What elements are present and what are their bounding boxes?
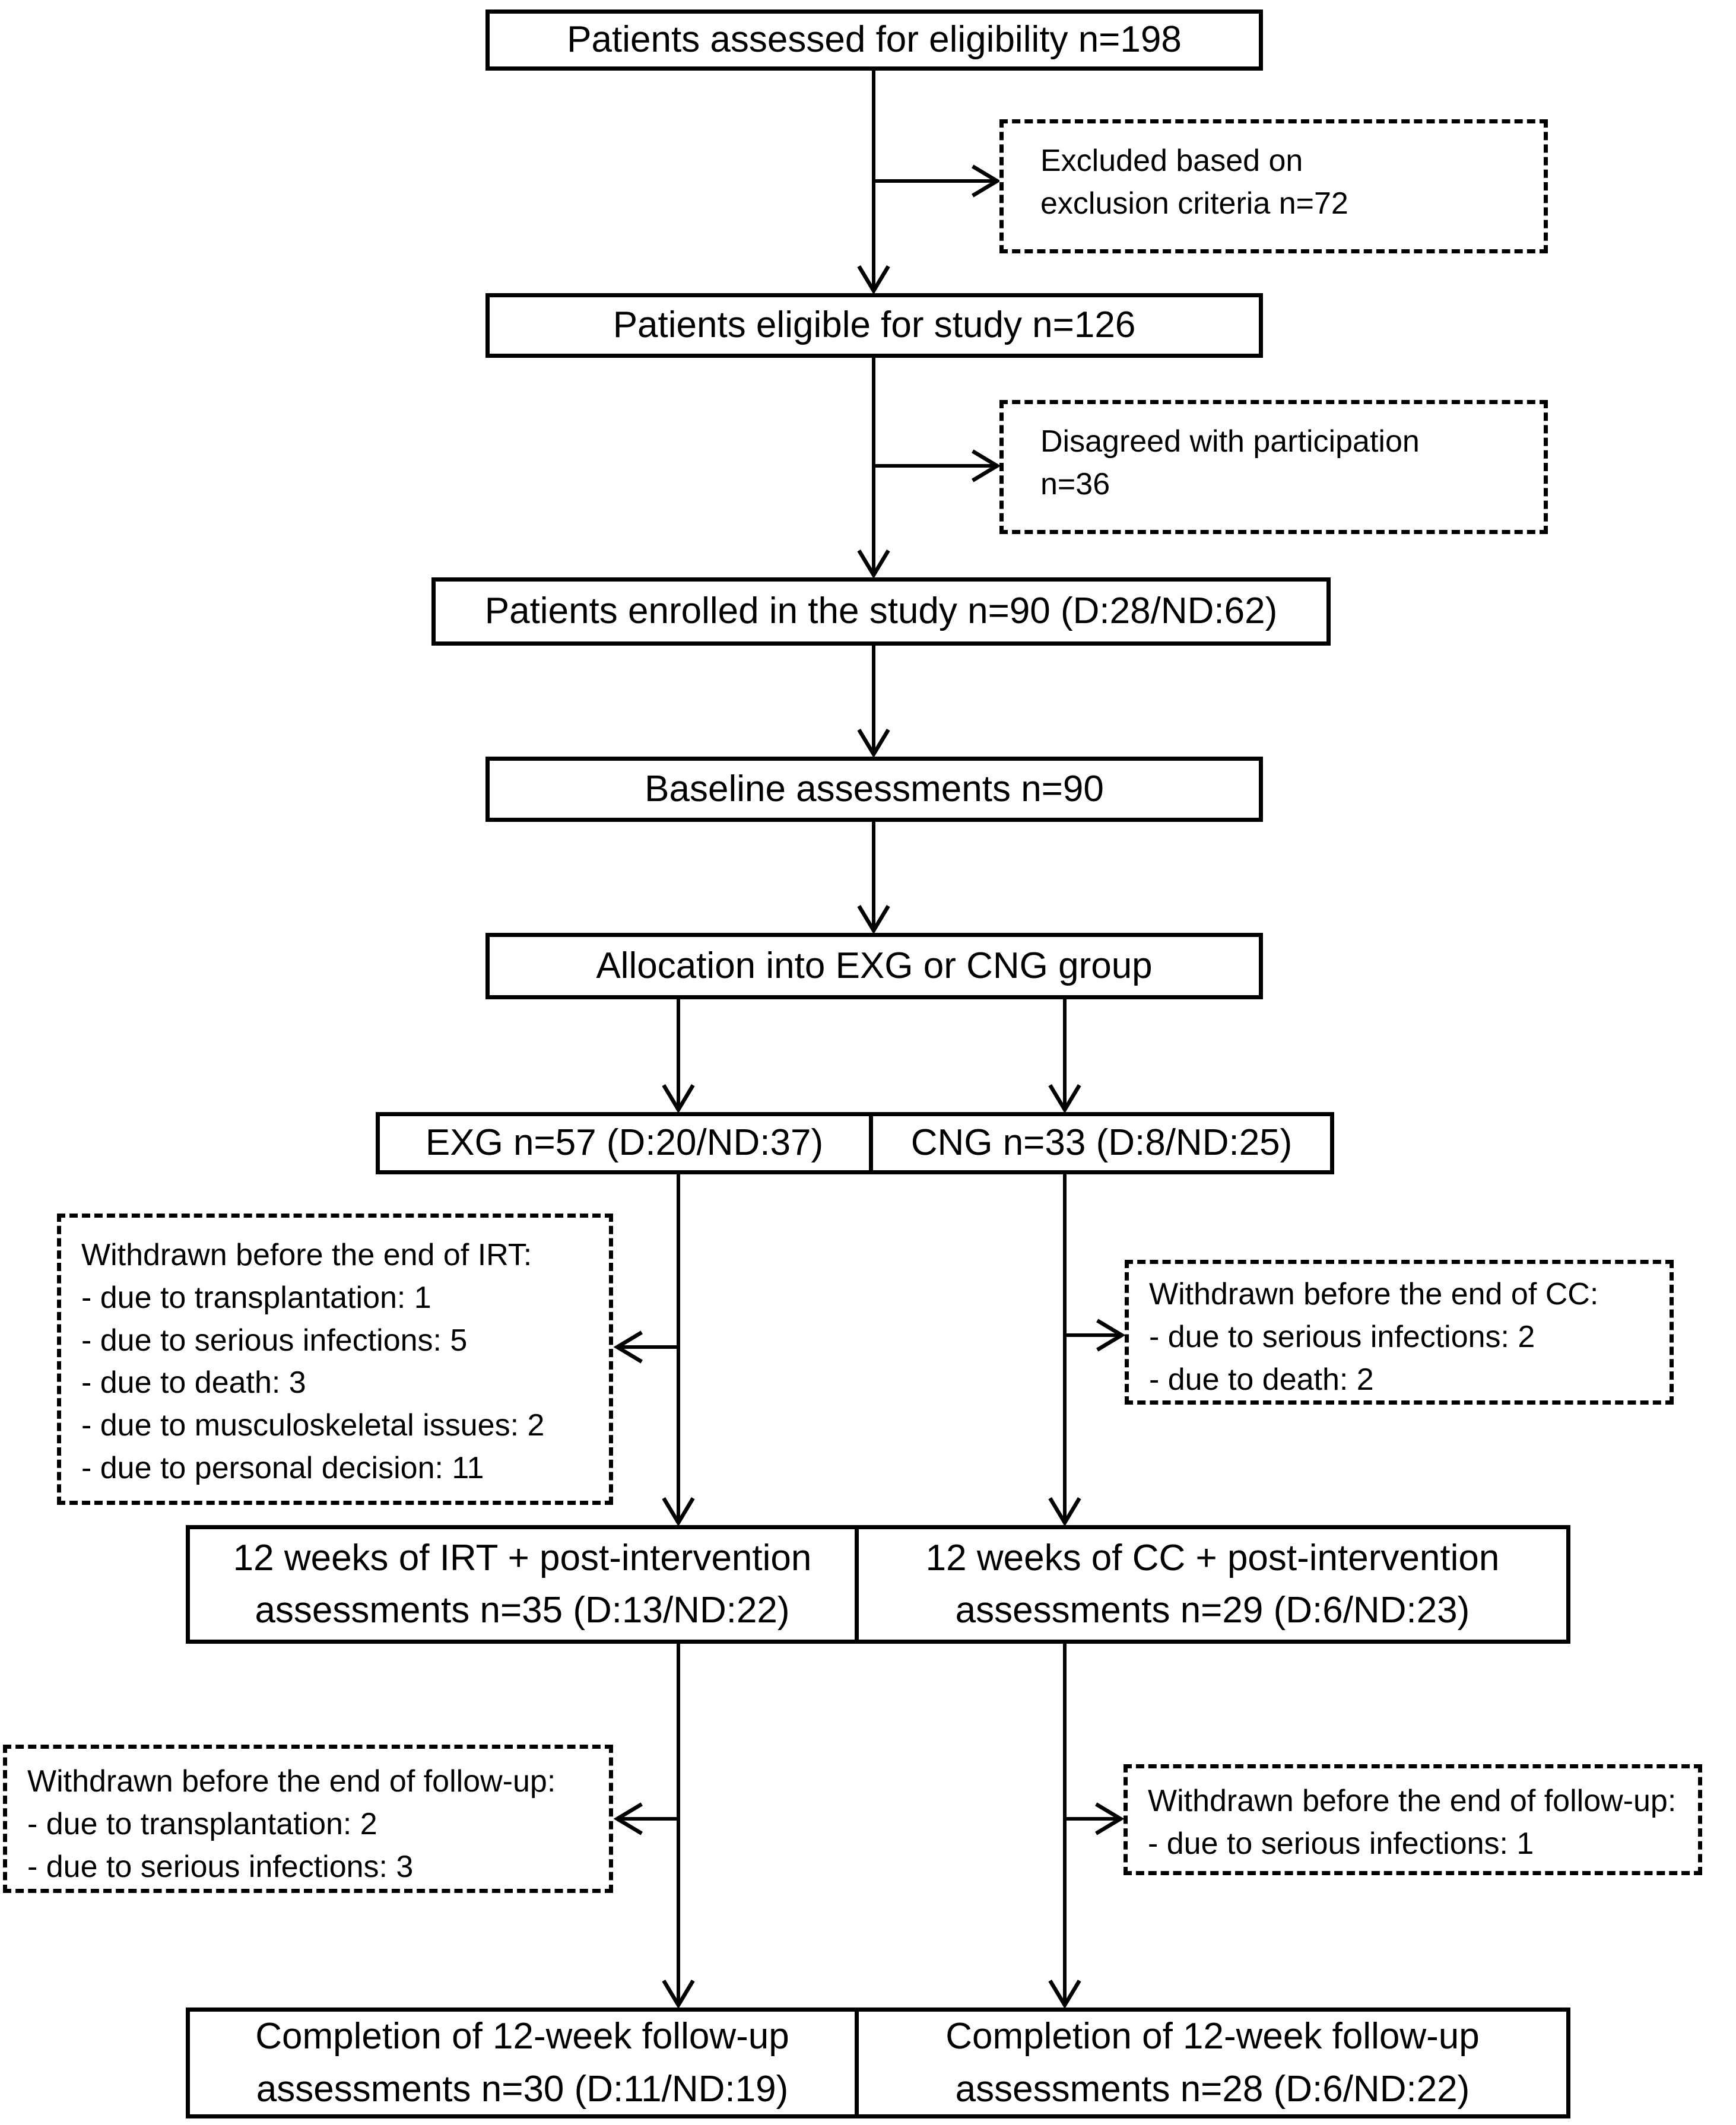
box-withdrawn-irt: Withdrawn before the end of IRT: - due t… [57, 1214, 613, 1505]
box-excluded-line2: exclusion criteria n=72 [1040, 186, 1348, 221]
box-disagreed: Disagreed with participation n=36 [999, 400, 1548, 534]
box-irt-12w-line1: 12 weeks of IRT + post-intervention [233, 1537, 812, 1578]
box-withdrawn-followup-exg-item: - due to serious infections: 3 [27, 1849, 414, 1884]
box-eligible-text: Patients eligible for study n=126 [612, 304, 1136, 346]
box-withdrawn-irt-item: - due to transplantation: 1 [81, 1280, 431, 1315]
box-withdrawn-followup-exg-title: Withdrawn before the end of follow-up: [27, 1764, 556, 1799]
box-completion-cng-line2: assessments n=28 (D:6/ND:22) [955, 2068, 1470, 2110]
box-completion-exg-line2: assessments n=30 (D:11/ND:19) [256, 2068, 789, 2110]
box-withdrawn-irt-item: - due to death: 3 [81, 1365, 306, 1400]
box-completion-cng: Completion of 12-week follow-up assessme… [855, 2008, 1570, 2118]
box-completion-cng-line1: Completion of 12-week follow-up [945, 2016, 1480, 2057]
box-eligibility: Patients assessed for eligibility n=198 [485, 9, 1263, 71]
box-excluded: Excluded based on exclusion criteria n=7… [999, 119, 1548, 253]
box-withdrawn-cc-item: - due to serious infections: 2 [1149, 1319, 1535, 1354]
box-baseline-text: Baseline assessments n=90 [645, 768, 1104, 809]
box-irt-12w: 12 weeks of IRT + post-intervention asse… [186, 1525, 859, 1644]
box-completion-exg-line1: Completion of 12-week follow-up [255, 2016, 789, 2057]
box-withdrawn-followup-exg-item: - due to transplantation: 2 [27, 1806, 377, 1841]
box-disagreed-line2: n=36 [1040, 466, 1110, 501]
box-exg: EXG n=57 (D:20/ND:37) [376, 1112, 873, 1174]
box-withdrawn-cc-item: - due to death: 2 [1149, 1362, 1374, 1397]
box-withdrawn-followup-exg: Withdrawn before the end of follow-up: -… [3, 1745, 613, 1893]
box-enrolled: Patients enrolled in the study n=90 (D:2… [431, 577, 1331, 646]
box-cng-text: CNG n=33 (D:8/ND:25) [910, 1122, 1293, 1164]
box-withdrawn-irt-item: - due to personal decision: 11 [81, 1450, 484, 1485]
box-eligibility-text: Patients assessed for eligibility n=198 [567, 19, 1182, 61]
box-disagreed-line1: Disagreed with participation [1040, 424, 1420, 459]
box-withdrawn-irt-item: - due to musculoskeletal issues: 2 [81, 1408, 545, 1443]
box-withdrawn-irt-title: Withdrawn before the end of IRT: [81, 1238, 532, 1272]
box-withdrawn-cc-title: Withdrawn before the end of CC: [1149, 1277, 1599, 1311]
box-withdrawn-followup-cng: Withdrawn before the end of follow-up: -… [1124, 1764, 1702, 1875]
box-cc-12w-line1: 12 weeks of CC + post-intervention [925, 1537, 1500, 1578]
box-withdrawn-irt-item: - due to serious infections: 5 [81, 1323, 468, 1358]
box-completion-exg: Completion of 12-week follow-up assessme… [186, 2008, 859, 2118]
box-withdrawn-cc: Withdrawn before the end of CC: - due to… [1125, 1260, 1674, 1405]
box-cc-12w-line2: assessments n=29 (D:6/ND:23) [955, 1590, 1470, 1631]
box-baseline: Baseline assessments n=90 [485, 757, 1263, 822]
box-irt-12w-line2: assessments n=35 (D:13/ND:22) [255, 1590, 790, 1631]
box-withdrawn-followup-cng-title: Withdrawn before the end of follow-up: [1148, 1784, 1677, 1818]
box-eligible: Patients eligible for study n=126 [485, 293, 1263, 358]
box-allocation-text: Allocation into EXG or CNG group [596, 945, 1153, 986]
box-enrolled-text: Patients enrolled in the study n=90 (D:2… [484, 590, 1278, 632]
box-cc-12w: 12 weeks of CC + post-intervention asses… [855, 1525, 1570, 1644]
box-exg-text: EXG n=57 (D:20/ND:37) [425, 1122, 824, 1164]
box-cng: CNG n=33 (D:8/ND:25) [869, 1112, 1334, 1174]
box-withdrawn-followup-cng-item: - due to serious infections: 1 [1148, 1826, 1534, 1861]
box-allocation: Allocation into EXG or CNG group [485, 933, 1263, 999]
box-excluded-line1: Excluded based on [1040, 144, 1303, 178]
